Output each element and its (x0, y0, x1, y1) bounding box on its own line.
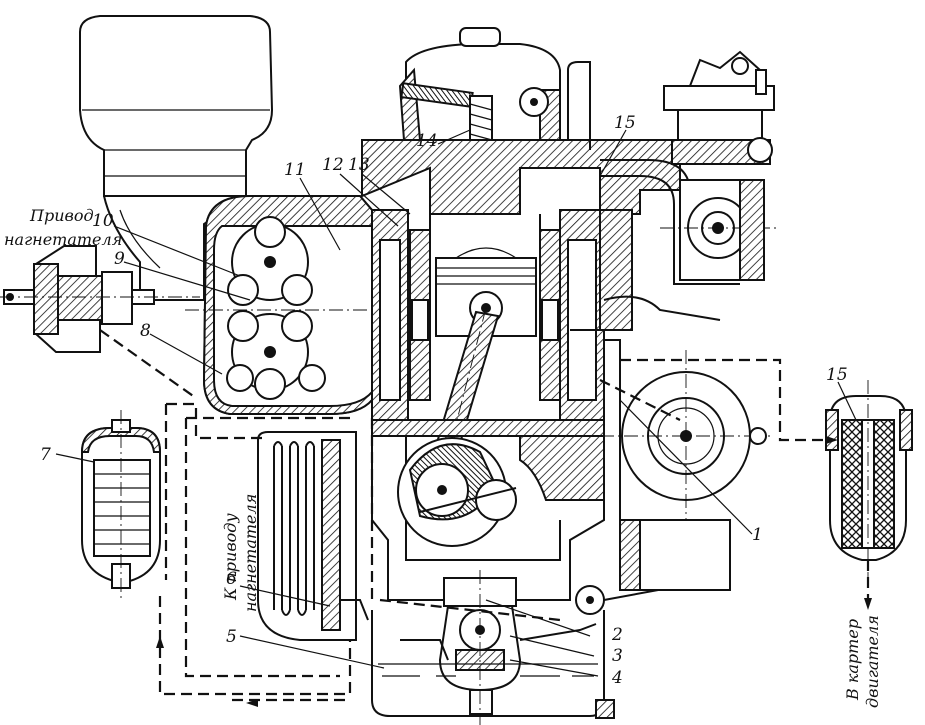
caption-blower-drive-line1: Привод (29, 206, 94, 225)
water-pump-pulley-icon (600, 350, 770, 520)
callout-3: 3 (612, 646, 623, 666)
fuel-pump-icon (663, 50, 775, 165)
callout-4: 4 (611, 668, 623, 688)
callout-2: 2 (611, 625, 623, 645)
caption-blower-drive-line2: нагнетателя (4, 230, 122, 249)
callout-12: 12 (322, 155, 344, 175)
crankshaft-icon (397, 437, 517, 547)
callout-11: 11 (284, 160, 306, 180)
callout-15-upper: 15 (614, 113, 636, 133)
oil-sump-icon (371, 610, 615, 719)
oil-cooler-core (273, 441, 315, 616)
cylinder-block-icon (371, 209, 633, 421)
callout-leaders (55, 129, 857, 677)
callout-13: 13 (348, 155, 370, 175)
callout-7: 7 (40, 445, 51, 465)
caption-to-crankcase-line2: двигателя (863, 615, 882, 708)
oil-line-routing (99, 329, 872, 707)
callout-6: 6 (226, 569, 237, 589)
air-cleaner-icon (79, 15, 274, 301)
caption-to-blower-drive-line1: К приводу (221, 513, 240, 601)
front-cover-icon (570, 295, 731, 615)
oil-pump-icon (438, 570, 522, 725)
governor-icon (660, 179, 780, 281)
callout-5: 5 (226, 627, 237, 647)
blower-rotor-upper (227, 216, 313, 306)
cylinder-head-icon (361, 27, 740, 285)
callout-10: 10 (92, 211, 114, 231)
callout-14: 14 (416, 131, 438, 151)
callout-1: 1 (752, 525, 763, 545)
callout-15-filter: 15 (826, 365, 848, 385)
caption-to-blower-drive-line2: нагнетателя (241, 494, 260, 612)
oil-cooler-icon (257, 431, 369, 641)
caption-to-crankcase-line1: В картер (843, 619, 862, 701)
blower-drive-icon (0, 245, 200, 353)
roots-blower-icon (185, 195, 415, 415)
oil-filter-icon (80, 410, 162, 600)
oil-filter-icon (825, 380, 913, 580)
callout-8: 8 (140, 321, 151, 341)
callout-9: 9 (114, 249, 125, 269)
